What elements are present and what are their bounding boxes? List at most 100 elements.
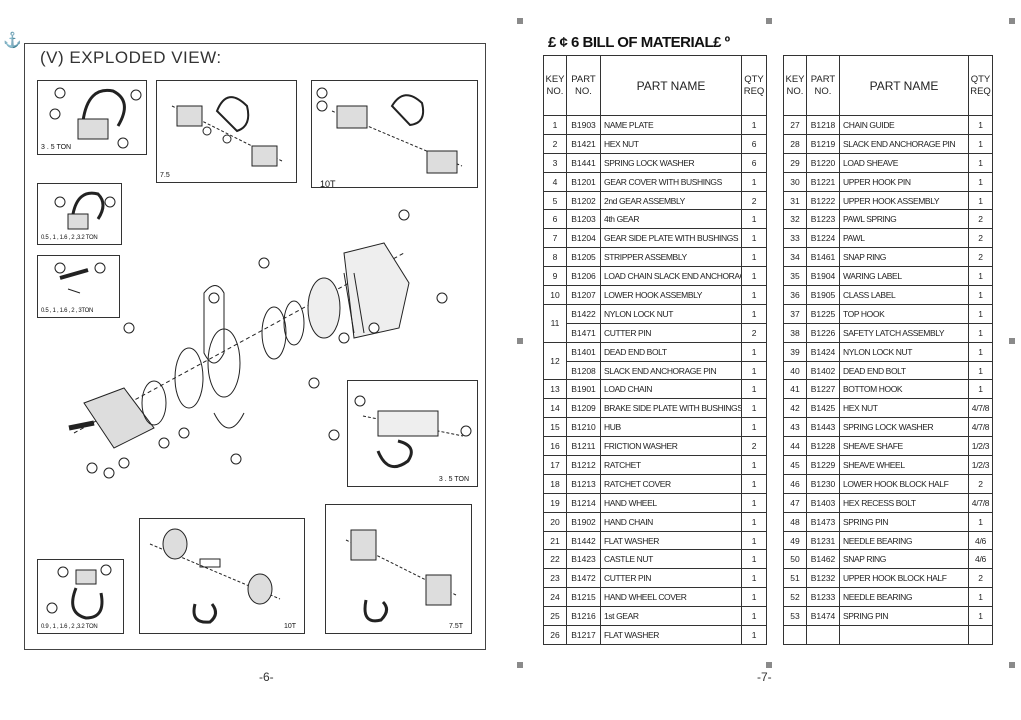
- panel-pins: 0.5 , 1 , 1.6 , 2 , 3TON: [37, 255, 120, 318]
- cell-part-no: B1423: [566, 549, 601, 570]
- cell-qty-req: 6: [741, 152, 767, 173]
- cell-qty-req: 1: [741, 549, 767, 570]
- cell-part-no: B1422: [566, 303, 601, 324]
- cell-part-name: NYLON LOCK NUT: [600, 303, 742, 324]
- cell-qty-req: 1/2/3: [968, 455, 993, 475]
- cell-part-name: CASTLE NUT: [600, 549, 742, 570]
- cell-qty-req: 2: [968, 568, 993, 589]
- page-marker: [1009, 338, 1015, 344]
- cell-key-no: 22: [543, 549, 567, 570]
- cell-qty-req: 1: [968, 152, 993, 173]
- cell-key-no: 47: [783, 492, 807, 513]
- cell-part-name: NAME PLATE: [600, 115, 742, 135]
- cell-qty-req: 2: [968, 473, 993, 494]
- cell-key-no: [783, 625, 807, 645]
- cell-part-no: B1211: [566, 436, 601, 457]
- cell-key-no: 20: [543, 511, 567, 532]
- panel-label: 0.9 , 1 , 1.6 , 2 ,3.2 TON: [41, 624, 98, 630]
- cell-part-name: SPRING PIN: [839, 511, 969, 532]
- cell-qty-req: 2: [741, 190, 767, 211]
- cell-key-no: 52: [783, 587, 807, 608]
- cell-key-no: 49: [783, 530, 807, 551]
- cell-part-no: B1213: [566, 473, 601, 494]
- page-marker: [517, 338, 523, 344]
- cell-part-no: B1214: [566, 492, 601, 513]
- cell-part-name: HEX NUT: [600, 133, 742, 154]
- cell-part-name: CUTTER PIN: [600, 568, 742, 589]
- cell-part-no: B1217: [566, 625, 601, 645]
- cell-part-no: B1201: [566, 171, 601, 192]
- cell-part-no: B1221: [806, 171, 840, 192]
- cell-part-name: GEAR SIDE PLATE WITH BUSHINGS: [600, 228, 742, 249]
- cell-key-no: 23: [543, 568, 567, 589]
- cell-part-no: B1401: [566, 341, 601, 362]
- cell-part-name: NEEDLE BEARING: [839, 587, 969, 608]
- cell-key-no: 25: [543, 606, 567, 627]
- header-key-no: KEY NO.: [783, 55, 807, 116]
- cell-part-name: SLACK END ANCHORAGE PIN: [600, 360, 742, 381]
- cell-key-no: 9: [543, 266, 567, 287]
- cell-part-name: CLASS LABEL: [839, 285, 969, 305]
- panel-lower-block-10t: 10T: [139, 518, 305, 634]
- cell-part-no: B1421: [566, 133, 601, 154]
- cell-qty-req: 1: [741, 285, 767, 305]
- cell-part-name: LOWER HOOK ASSEMBLY: [600, 285, 742, 305]
- cell-key-no: 2: [543, 133, 567, 154]
- cell-part-name: FLAT WASHER: [600, 625, 742, 645]
- cell-key-no: 18: [543, 473, 567, 494]
- cell-part-name: STRIPPER ASSEMBLY: [600, 247, 742, 268]
- cell-key-no: 11: [543, 303, 567, 343]
- cell-part-name: 4th GEAR: [600, 209, 742, 230]
- cell-part-no: B1205: [566, 247, 601, 268]
- cell-key-no: 3: [543, 152, 567, 173]
- cell-qty-req: 1: [741, 247, 767, 268]
- cell-qty-req: 2: [968, 247, 993, 268]
- cell-key-no: 24: [543, 587, 567, 608]
- cell-part-name: WARING LABEL: [839, 266, 969, 287]
- cell-part-no: [806, 625, 840, 645]
- cell-qty-req: 1: [968, 285, 993, 305]
- cell-part-no: B1206: [566, 266, 601, 287]
- cell-qty-req: 4/7/8: [968, 398, 993, 419]
- page-marker: [1009, 662, 1015, 668]
- cell-part-no: B1229: [806, 455, 840, 475]
- cell-part-no: B1204: [566, 228, 601, 249]
- cell-part-name: LOAD CHAIN: [600, 379, 742, 400]
- cell-part-no: B1424: [806, 341, 840, 362]
- cell-key-no: 45: [783, 455, 807, 475]
- panel-label: 3 . 5 TON: [41, 144, 72, 151]
- cell-part-name: SPRING LOCK WASHER: [600, 152, 742, 173]
- cell-key-no: 30: [783, 171, 807, 192]
- cell-part-no: B1443: [806, 417, 840, 438]
- cell-qty-req: 1: [741, 209, 767, 230]
- cell-key-no: 28: [783, 133, 807, 154]
- cell-key-no: 16: [543, 436, 567, 457]
- cell-key-no: 5: [543, 190, 567, 211]
- main-exploded-drawing: [68, 209, 448, 479]
- cell-qty-req: 4/6: [968, 549, 993, 570]
- panel-label: 0.5 , 1 , 1.6 , 2 , 3TON: [41, 308, 94, 314]
- cell-qty-req: 1: [741, 171, 767, 192]
- cell-part-name: PAWL SPRING: [839, 209, 969, 230]
- cell-part-name: SHEAVE SHAFE: [839, 436, 969, 457]
- panel-upper-block-7-5: 7.5: [156, 80, 297, 183]
- cell-part-no: B1461: [806, 247, 840, 268]
- cell-qty-req: 1: [968, 322, 993, 343]
- cell-qty-req: 2: [741, 322, 767, 343]
- cell-key-no: 43: [783, 417, 807, 438]
- cell-key-no: 6: [543, 209, 567, 230]
- cell-key-no: 21: [543, 530, 567, 551]
